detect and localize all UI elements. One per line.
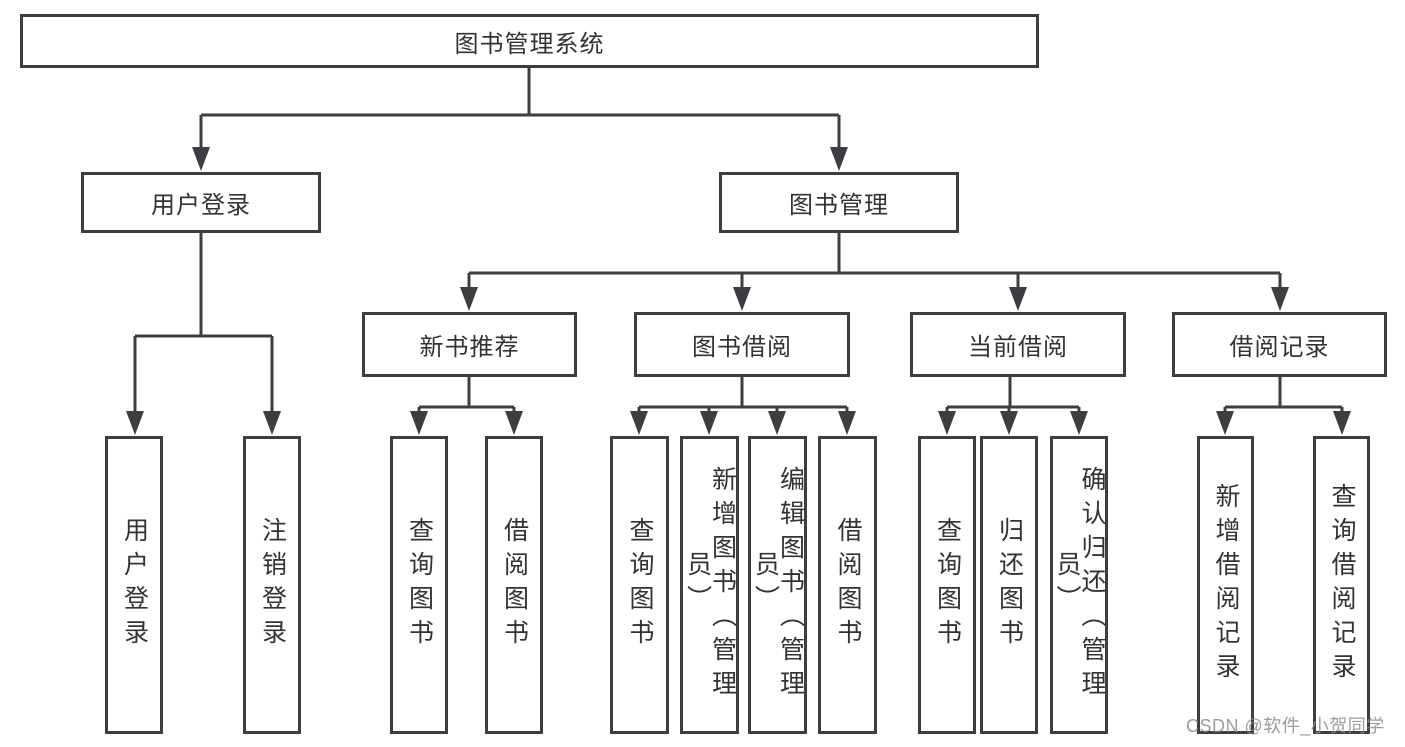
node-book-management: 图书管理 xyxy=(719,172,959,233)
connector-borrowing-records-children xyxy=(1223,377,1344,414)
leaf-add-borrow-record: 新增借阅记录 xyxy=(1197,436,1254,734)
leaf-return-books: 归还图书 xyxy=(980,436,1038,734)
leaf-confirm-return-admin: 确认归还（管理员） xyxy=(1050,436,1108,734)
connector-book-management-children xyxy=(467,233,1282,290)
leaf-query-books-current: 查询图书 xyxy=(918,436,976,734)
node-book-borrowing: 图书借阅 xyxy=(634,312,850,377)
arrowheads-level3 xyxy=(460,287,1289,311)
arrowheads-borrowing-records-leaves xyxy=(1216,411,1351,435)
node-user-login: 用户登录 xyxy=(81,172,321,233)
connector-current-borrowing-children xyxy=(945,377,1081,414)
leaf-query-books-recommend: 查询图书 xyxy=(390,436,448,734)
connector-book-borrowing-children xyxy=(637,377,849,414)
node-current-borrowing: 当前借阅 xyxy=(910,312,1126,377)
node-root: 图书管理系统 xyxy=(20,14,1039,68)
connector-new-book-children xyxy=(417,377,516,414)
csdn-watermark: CSDN @软件_小贺同学 xyxy=(1186,716,1385,736)
leaf-add-book-admin: 新增图书（管理员） xyxy=(680,436,739,734)
leaf-query-borrow-record: 查询借阅记录 xyxy=(1313,436,1370,734)
leaf-borrow-books: 借阅图书 xyxy=(818,436,877,734)
node-new-book-recommend: 新书推荐 xyxy=(362,312,577,377)
connector-root-to-level2 xyxy=(199,68,841,150)
arrowheads-current-borrowing-leaves xyxy=(938,411,1088,435)
arrowheads-level2 xyxy=(192,147,848,171)
leaf-edit-book-admin: 编辑图书（管理员） xyxy=(748,436,807,734)
arrowheads-book-borrowing-leaves xyxy=(630,411,856,435)
connector-user-login-children xyxy=(133,233,274,414)
node-borrowing-records: 借阅记录 xyxy=(1172,312,1387,377)
arrowheads-user-login-leaves xyxy=(126,411,281,435)
leaf-query-books-borrowing: 查询图书 xyxy=(610,436,669,734)
leaf-logout: 注销登录 xyxy=(243,436,301,734)
leaf-user-login: 用户登录 xyxy=(105,436,163,734)
leaf-borrow-books-recommend: 借阅图书 xyxy=(485,436,543,734)
arrowheads-new-book-leaves xyxy=(410,411,523,435)
